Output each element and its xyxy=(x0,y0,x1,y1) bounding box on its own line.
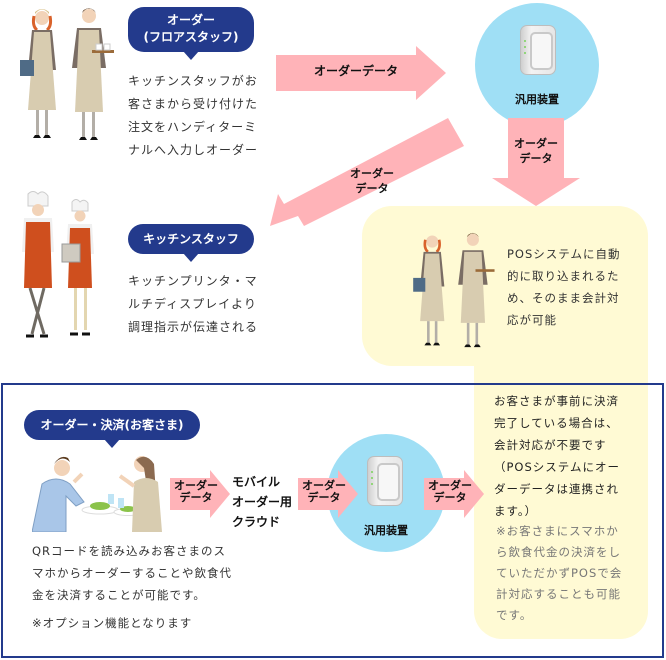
prepaid-note: ※お客さまにスマホか ら飲食代金の決済をし ていただかずPOSで会 計対応するこ… xyxy=(496,521,622,626)
floor-staff-bubble-line1: オーダー xyxy=(166,13,215,27)
arrow-cloud-to-device xyxy=(298,470,358,518)
router-device-icon xyxy=(367,456,403,506)
pos-panel-description: POSシステムに自動 的に取り込まれるた め、そのまま会計対 応が可能 xyxy=(507,243,620,331)
desc-line: QRコードを読み込みお客さまのス xyxy=(32,544,227,558)
arrow-device-to-kitchen-label: オーダー データ xyxy=(336,166,408,196)
note-line: です。 xyxy=(496,608,533,622)
floor-staff-description: キッチンスタッフがお 客さまから受け付けた 注文をハンディターミ ナルへ入力しオ… xyxy=(128,70,258,162)
arrow-label-line: データ xyxy=(433,491,467,504)
arrow-device-to-pos xyxy=(424,470,484,518)
arrow-label-line: データ xyxy=(179,491,213,504)
floor-staff-illustration xyxy=(20,8,114,140)
arrow-device-to-pos-label: オーダー データ xyxy=(428,480,472,504)
desc-line: ます。） xyxy=(494,504,538,518)
mobile-order-cloud-label: モバイル オーダー用 クラウド xyxy=(232,472,292,532)
floor-staff-bubble-line2: (フロアスタッフ) xyxy=(143,30,239,44)
desc-line: め、そのまま会計対 xyxy=(507,291,620,305)
note-line: ていただかずPOSで会 xyxy=(496,566,623,580)
router-device-icon xyxy=(520,25,556,75)
arrow-device-to-kitchen xyxy=(270,118,464,226)
arrow-device-to-pos-down xyxy=(492,118,580,206)
arrow-label-line: オーダー xyxy=(302,479,346,492)
arrow-floor-to-device xyxy=(276,46,446,100)
prepaid-description: お客さまが事前に決済 完了している場合は、 会計対応が不要です （POSシステム… xyxy=(494,390,620,522)
pos-panel xyxy=(362,206,648,366)
arrow-label-line: データ xyxy=(355,182,389,195)
arrow-label-line: オーダー xyxy=(514,137,558,150)
desc-line: お客さまが事前に決済 xyxy=(494,394,619,408)
device-label-bottom: 汎用装置 xyxy=(364,524,408,537)
desc-line: 客さまから受け付けた xyxy=(128,97,259,111)
desc-line: POSシステムに自動 xyxy=(507,247,621,261)
desc-line: 的に取り込まれるた xyxy=(507,269,620,283)
arrow-floor-to-device-label: オーダーデータ xyxy=(313,64,398,78)
customers-dining-illustration xyxy=(32,456,162,532)
customer-description: QRコードを読み込みお客さまのス マホからオーダーすることや飲食代 金を決済する… xyxy=(32,540,232,606)
cloud-label-line: クラウド xyxy=(232,515,281,529)
prepaid-panel xyxy=(474,340,648,639)
note-line: 計対応することも可能 xyxy=(496,587,621,601)
device-circle-top: 汎用装置 xyxy=(475,3,599,127)
kitchen-staff-description: キッチンプリンタ・マ ルチディスプレイより 調理指示が伝達される xyxy=(128,270,258,339)
desc-line: 金を決済することが可能です。 xyxy=(32,588,206,602)
customer-section-frame xyxy=(1,383,664,658)
arrow-label-line: オーダー xyxy=(174,479,218,492)
pos-staff-illustration xyxy=(413,232,495,348)
customer-order-bubble: オーダー・決済(お客さま) xyxy=(24,410,200,448)
desc-line: 調理指示が伝達される xyxy=(128,320,259,334)
desc-line: 応が可能 xyxy=(507,313,557,327)
arrow-label-line: データ xyxy=(307,491,341,504)
device-label-top: 汎用装置 xyxy=(515,93,559,106)
cloud-label-line: モバイル xyxy=(232,475,281,489)
arrow-label-line: データ xyxy=(519,152,553,165)
desc-line: ダーデータは連携され xyxy=(494,482,619,496)
arrow-label-line: オーダー xyxy=(428,479,472,492)
arrow-customer-to-cloud-label: オーダー データ xyxy=(174,480,218,504)
desc-line: （POSシステムにオー xyxy=(494,460,620,474)
kitchen-staff-illustration xyxy=(22,191,94,338)
note-line: ※お客さまにスマホか xyxy=(496,524,619,538)
cloud-label-line: オーダー用 xyxy=(232,495,293,509)
desc-line: マホからオーダーすることや飲食代 xyxy=(32,566,232,580)
arrow-cloud-to-device-label: オーダー データ xyxy=(302,480,346,504)
desc-line: 完了している場合は、 xyxy=(494,416,619,430)
arrow-device-down-label: オーダー データ xyxy=(496,136,576,166)
note-line: ら飲食代金の決済をし xyxy=(496,545,621,559)
option-note: ※オプション機能となります xyxy=(32,616,193,630)
floor-staff-bubble: オーダー (フロアスタッフ) xyxy=(128,7,254,60)
desc-line: キッチンスタッフがお xyxy=(128,74,258,88)
arrow-customer-to-cloud xyxy=(170,470,230,518)
desc-line: ナルへ入力しオーダー xyxy=(128,143,259,157)
desc-line: 注文をハンディターミ xyxy=(128,120,258,134)
desc-line: ルチディスプレイより xyxy=(128,297,257,311)
desc-line: キッチンプリンタ・マ xyxy=(128,274,258,288)
arrow-label-line: オーダー xyxy=(350,167,394,180)
desc-line: 会計対応が不要です xyxy=(494,438,607,452)
kitchen-staff-bubble: キッチンスタッフ xyxy=(128,224,254,262)
